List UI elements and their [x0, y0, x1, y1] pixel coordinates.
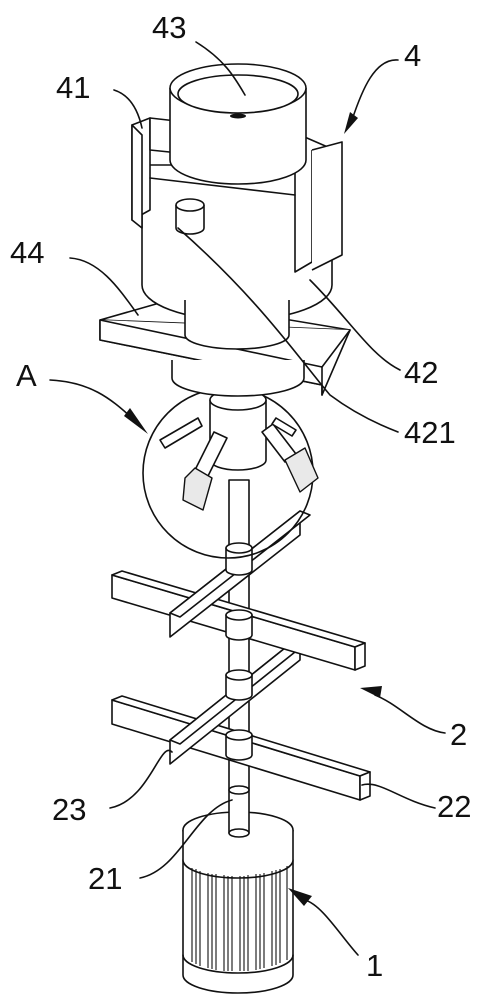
collars-lower	[225, 669, 253, 761]
label-42: 42	[404, 355, 438, 390]
shaft-21	[228, 479, 250, 838]
label-41: 41	[56, 70, 90, 105]
inlet-43	[169, 63, 307, 185]
label-4: 4	[404, 38, 421, 73]
label-23: 23	[52, 792, 86, 827]
motor-1	[182, 811, 294, 994]
motor-fins	[191, 866, 288, 971]
label-2: 2	[450, 717, 467, 752]
label-43: 43	[152, 10, 186, 45]
collars-upper	[225, 542, 253, 641]
label-22: 22	[437, 789, 471, 824]
label-a: A	[16, 358, 37, 393]
label-21: 21	[88, 861, 122, 896]
label-1: 1	[366, 948, 383, 983]
label-44: 44	[10, 235, 44, 270]
detail-circle-a	[142, 387, 319, 559]
housing-42	[141, 164, 333, 350]
leader-lines	[49, 41, 446, 956]
label-421: 421	[404, 415, 456, 450]
